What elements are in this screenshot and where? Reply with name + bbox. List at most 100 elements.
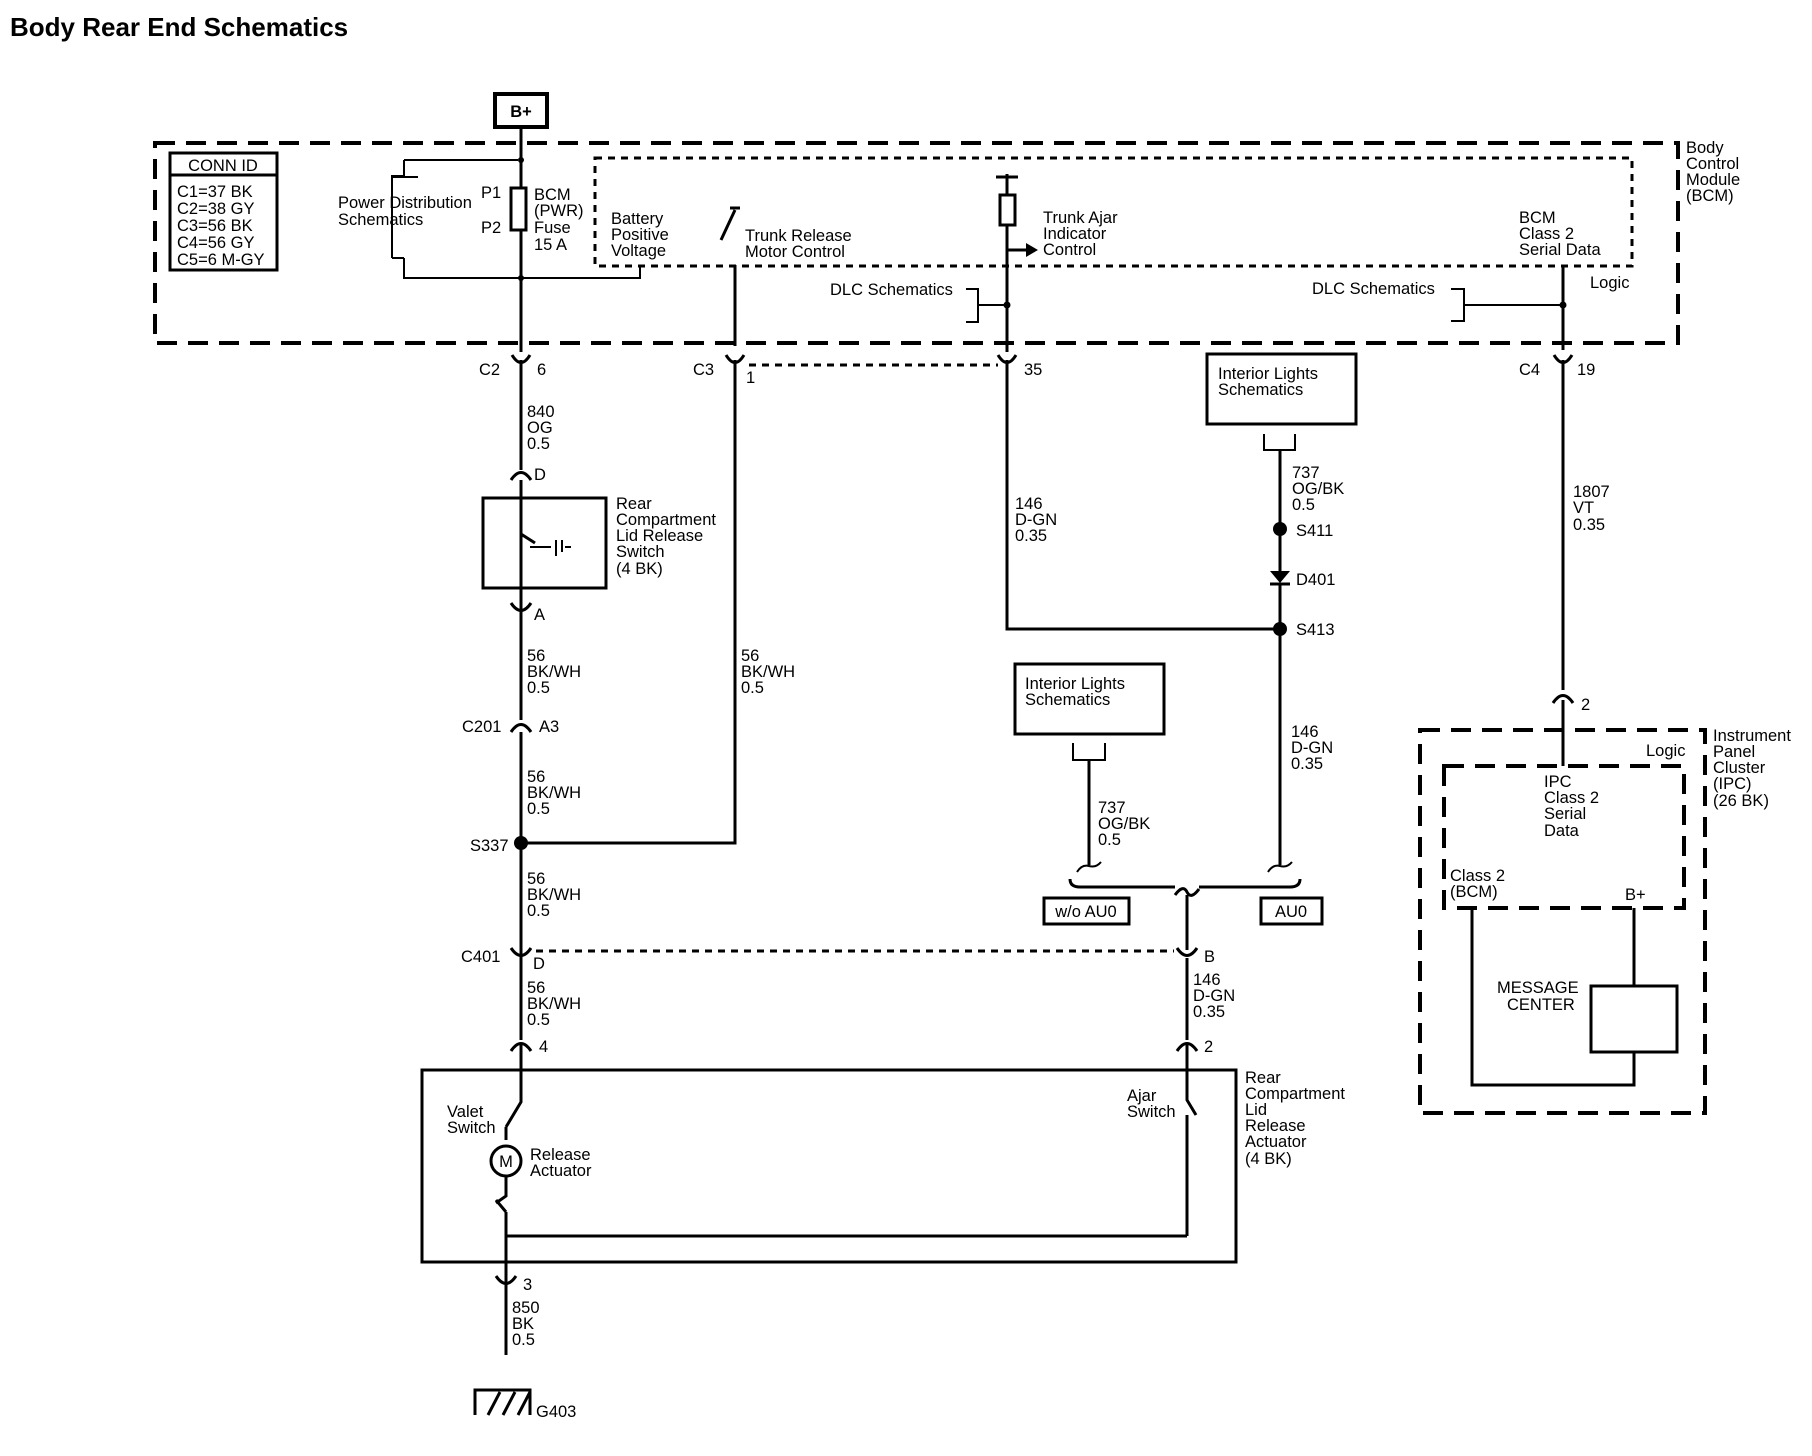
lid-release-switch-box <box>481 496 608 590</box>
wire-56-c3-to-s337 <box>521 372 737 845</box>
svg-text:Class 2: Class 2 <box>1450 867 1505 885</box>
wire-56-label: 56 BK/WH 0.5 <box>527 768 581 818</box>
conn-id-line: C1=37 BK <box>177 183 253 201</box>
svg-text:Battery: Battery <box>611 210 664 228</box>
svg-text:(BCM): (BCM) <box>1450 883 1498 901</box>
svg-text:OG: OG <box>527 419 553 437</box>
interior-lights-label: Interior Lights Schematics <box>1218 365 1318 399</box>
actuator-pin-3: 3 <box>523 1276 532 1294</box>
connector-c1-pin: 35 <box>1024 361 1042 379</box>
wire-56-label: 56 BK/WH 0.5 <box>527 647 581 697</box>
diode-d401-label: D401 <box>1296 571 1335 589</box>
svg-text:D-GN: D-GN <box>1015 511 1057 529</box>
svg-text:Control: Control <box>1686 155 1739 173</box>
wire-146-label: 146 D-GN 0.35 <box>1015 495 1057 545</box>
svg-text:D-GN: D-GN <box>1193 987 1235 1005</box>
battery-voltage-label: Battery Positive Voltage <box>611 210 669 260</box>
splice-s337-label: S337 <box>470 837 509 855</box>
svg-text:0.5: 0.5 <box>1292 496 1315 514</box>
bcm-logic-boundary <box>593 156 1634 268</box>
svg-text:Serial: Serial <box>1544 805 1586 823</box>
svg-text:Class 2: Class 2 <box>1519 225 1574 243</box>
svg-text:0.5: 0.5 <box>1098 831 1121 849</box>
ipc-class2-label: IPC Class 2 Serial Data <box>1544 773 1599 840</box>
svg-text:Release: Release <box>1245 1117 1306 1135</box>
svg-text:Lid Release: Lid Release <box>616 527 703 545</box>
svg-text:BK/WH: BK/WH <box>527 784 581 802</box>
svg-text:CENTER: CENTER <box>1507 996 1575 1014</box>
connector-c3-label: C3 <box>693 361 714 379</box>
svg-text:BCM: BCM <box>534 186 571 204</box>
svg-text:146: 146 <box>1193 971 1221 989</box>
svg-text:Instrument: Instrument <box>1713 727 1791 745</box>
dlc-schematics-label: DLC Schematics <box>830 281 953 299</box>
svg-text:146: 146 <box>1291 723 1319 741</box>
svg-text:IPC: IPC <box>1544 773 1572 791</box>
svg-text:15 A: 15 A <box>534 236 567 254</box>
connector-c201-pin: A3 <box>539 718 559 736</box>
message-center-box <box>1589 984 1679 1054</box>
svg-text:Data: Data <box>1544 822 1580 840</box>
ipc-bplus-label: B+ <box>1625 886 1646 904</box>
svg-text:0.5: 0.5 <box>527 1011 550 1029</box>
ipc-connector-pin: 2 <box>1581 696 1590 714</box>
option-wo-au0-box <box>1042 896 1131 926</box>
wire-56-label: 56 BK/WH 0.5 <box>741 647 795 697</box>
svg-text:Voltage: Voltage <box>611 242 666 260</box>
ground-g403-label: G403 <box>536 1403 576 1421</box>
svg-text:0.5: 0.5 <box>527 679 550 697</box>
splice-s413-label: S413 <box>1296 621 1335 639</box>
wire-737-label: 737 OG/BK 0.5 <box>1098 799 1150 849</box>
lid-release-switch-label: Rear Compartment Lid Release Switch (4 B… <box>616 495 716 578</box>
trunk-ajar-resistor <box>998 193 1017 227</box>
svg-text:Compartment: Compartment <box>616 511 716 529</box>
svg-text:0.35: 0.35 <box>1573 516 1605 534</box>
svg-text:Positive: Positive <box>611 226 669 244</box>
wire-56-label: 56 BK/WH 0.5 <box>527 870 581 920</box>
svg-text:Switch: Switch <box>616 543 665 561</box>
wire-1807-label: 1807 VT 0.35 <box>1573 483 1610 534</box>
interior-lights-box <box>1013 662 1166 736</box>
ground-symbol <box>473 1388 532 1416</box>
svg-text:Class 2: Class 2 <box>1544 789 1599 807</box>
valet-switch-label: Valet Switch <box>447 1103 496 1137</box>
conn-id-line: C4=56 GY <box>177 234 255 252</box>
svg-text:56: 56 <box>527 979 545 997</box>
splice-s411-label: S411 <box>1296 522 1333 540</box>
trunk-ajar-label: Trunk Ajar Indicator Control <box>1043 209 1118 259</box>
wire-146-label: 146 D-GN 0.35 <box>1193 971 1235 1021</box>
message-center-label: MESSAGE CENTER <box>1497 979 1579 1014</box>
svg-text:BK/WH: BK/WH <box>527 886 581 904</box>
svg-text:Interior Lights: Interior Lights <box>1218 365 1318 383</box>
svg-text:MESSAGE: MESSAGE <box>1497 979 1579 997</box>
svg-text:BCM: BCM <box>1519 209 1556 227</box>
dlc-bracket <box>1451 288 1563 322</box>
diode-d401 <box>1270 571 1290 583</box>
fuse-pin-p1: P1 <box>481 184 501 202</box>
svg-text:0.5: 0.5 <box>512 1331 535 1349</box>
option-wo-au0-label: w/o AU0 <box>1054 903 1116 921</box>
svg-text:Control: Control <box>1043 241 1096 259</box>
wire-146-label: 146 D-GN 0.35 <box>1291 723 1333 773</box>
svg-text:Power Distribution: Power Distribution <box>338 194 472 212</box>
connector-c2-label: C2 <box>479 361 500 379</box>
svg-text:Lid: Lid <box>1245 1101 1267 1119</box>
fuse-symbol <box>509 186 528 232</box>
svg-text:OG/BK: OG/BK <box>1292 480 1344 498</box>
connector-c4-label: C4 <box>1519 361 1540 379</box>
c401-b-connector <box>1175 947 1199 957</box>
wire-146-to-s413 <box>1005 372 1280 631</box>
svg-text:Valet: Valet <box>447 1103 484 1121</box>
option-au0-box <box>1259 896 1324 926</box>
svg-text:1807: 1807 <box>1573 483 1610 501</box>
svg-text:BK/WH: BK/WH <box>527 663 581 681</box>
svg-text:Motor Control: Motor Control <box>745 243 845 261</box>
wire-56-label: 56 BK/WH 0.5 <box>527 979 581 1029</box>
svg-text:840: 840 <box>527 403 555 421</box>
svg-text:56: 56 <box>527 768 545 786</box>
connector-c401-pin-b: B <box>1204 948 1215 966</box>
svg-text:Serial Data: Serial Data <box>1519 241 1601 259</box>
svg-text:Rear: Rear <box>616 495 652 513</box>
connector-c401-label: C401 <box>461 948 500 966</box>
release-actuator-label: Release Actuator <box>530 1146 592 1180</box>
